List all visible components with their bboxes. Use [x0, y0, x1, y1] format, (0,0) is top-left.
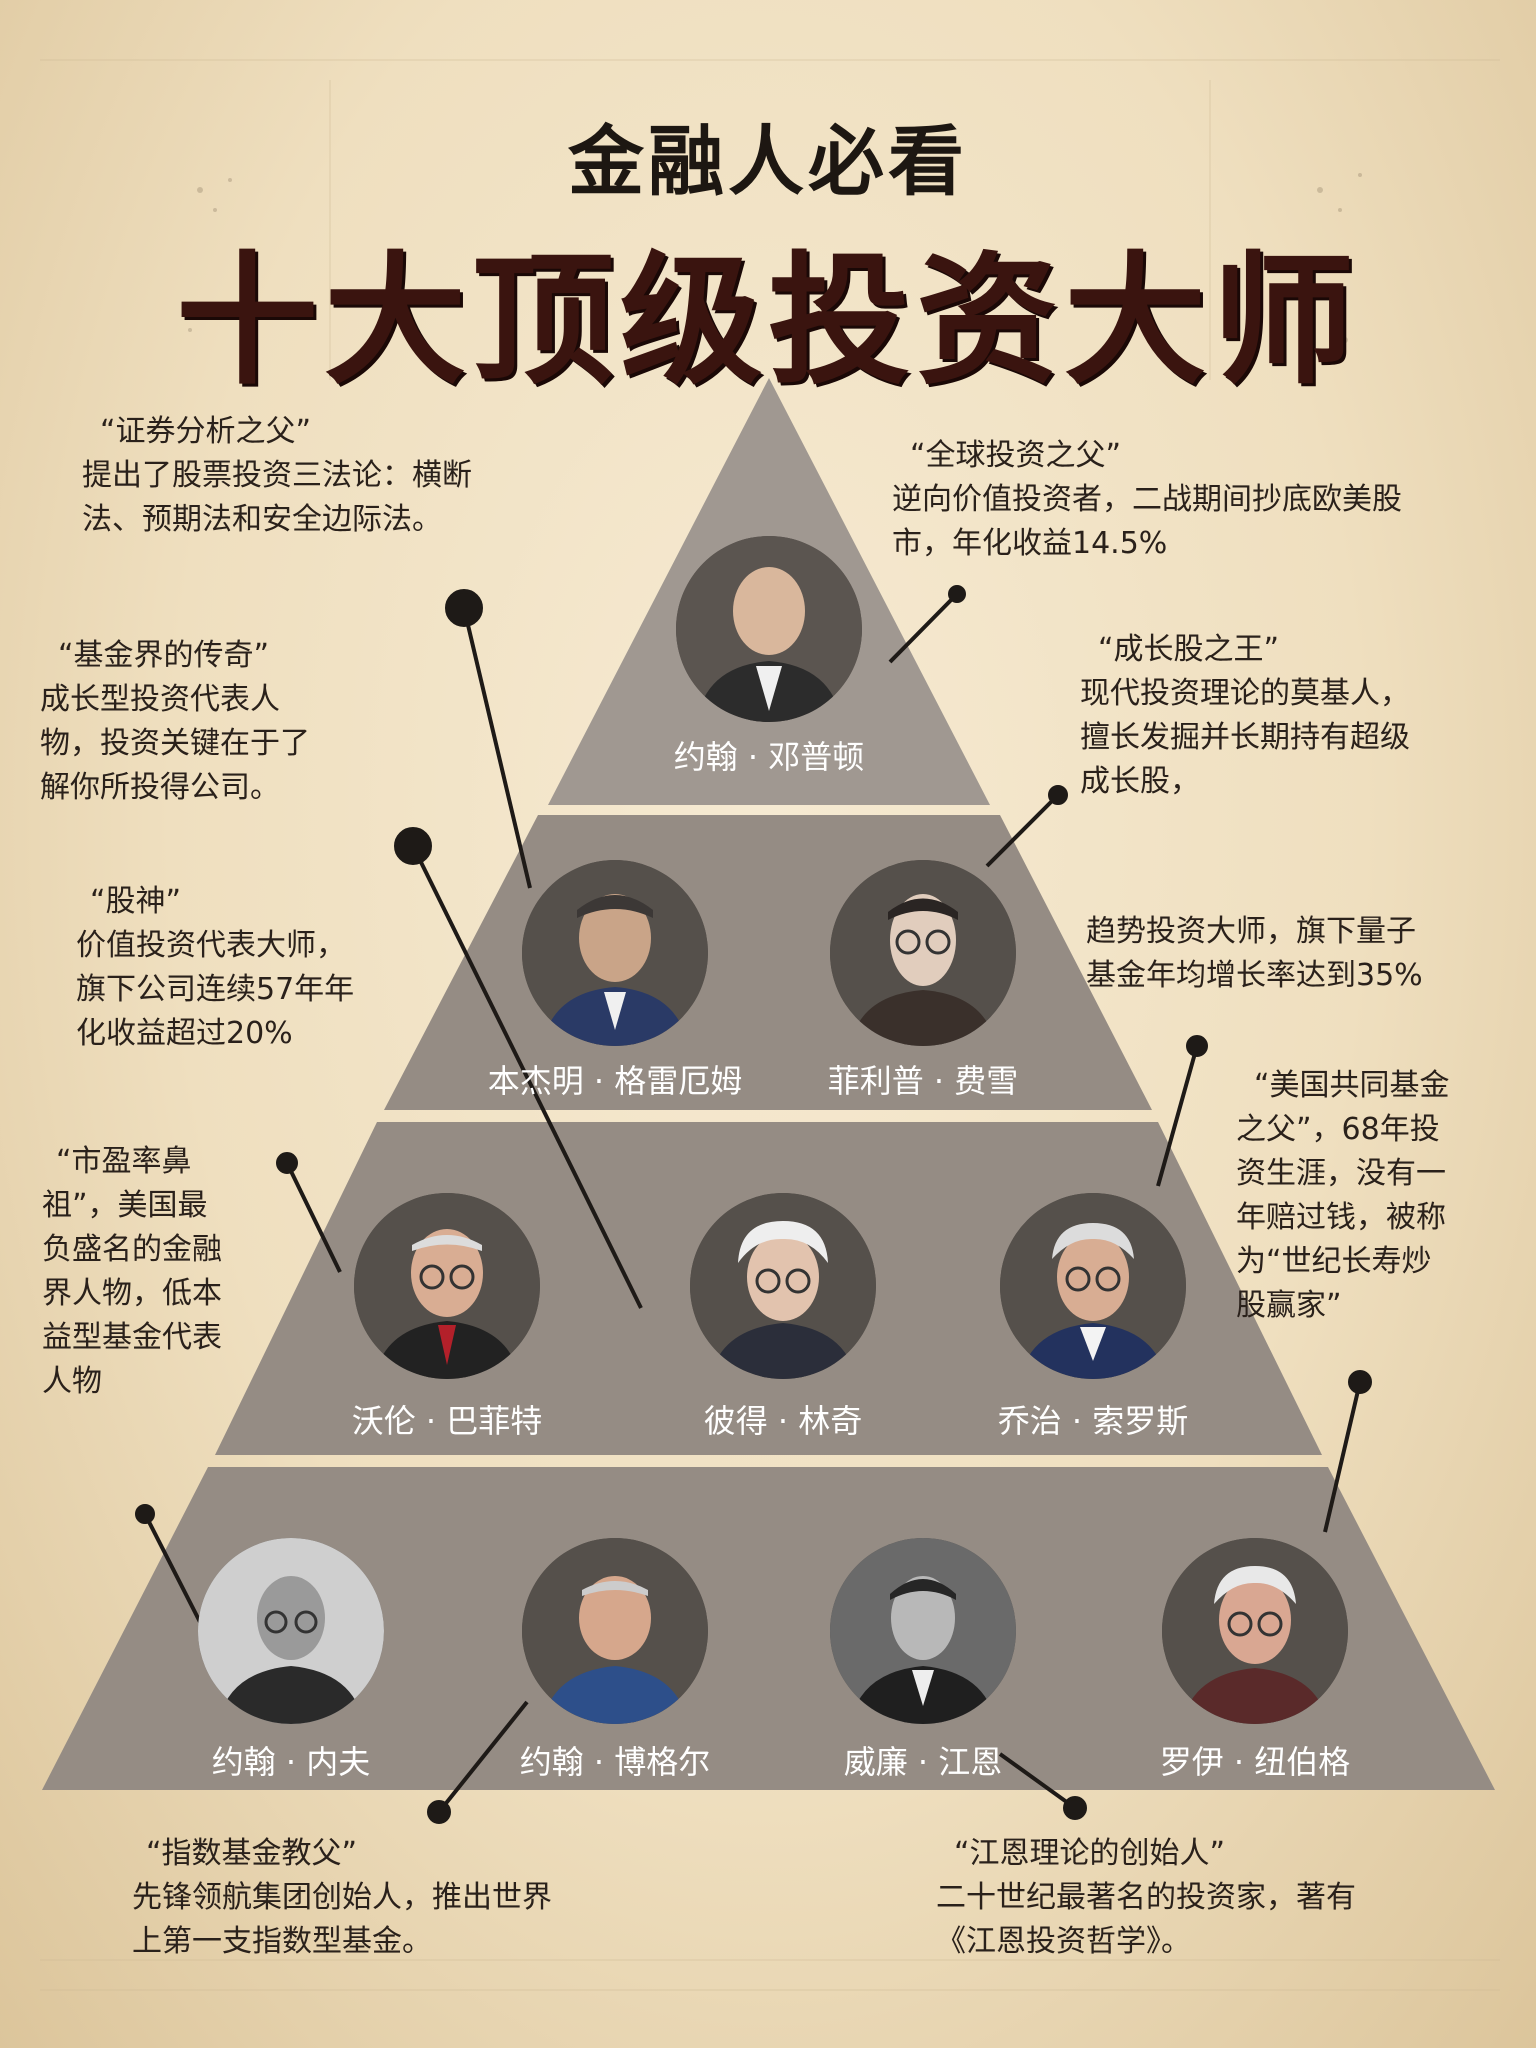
callout-buffett: “股神” 价值投资代表大师， 旗下公司连续57年年 化收益超过20%	[76, 880, 354, 1056]
callout-lynch-title: “基金界的传奇”	[58, 638, 270, 673]
pointer-graham	[462, 607, 532, 889]
page-subtitle: 金融人必看	[568, 117, 968, 206]
callout-fisher: “成长股之王” 现代投资理论的莫基人， 擅长发掘并长期持有超级 成长股，	[1080, 628, 1410, 804]
callout-soros: 趋势投资大师，旗下量子 基金年均增长率达到35%	[1086, 910, 1423, 998]
callout-bogle-title: “指数基金教父”	[146, 1836, 358, 1871]
callout-neuberger: “美国共同基金 之父”，68年投 资生涯，没有一 年赔过钱，被称 为“世纪长寿炒…	[1236, 1064, 1450, 1328]
portrait-fisher	[830, 860, 1016, 1046]
callout-neuberger-line: 资生涯，没有一	[1236, 1156, 1446, 1191]
callout-lynch-line: 物，投资关键在于了	[40, 726, 310, 761]
portrait-bogle	[522, 1538, 708, 1724]
callout-neuberger-line: 为“世纪长寿炒	[1236, 1244, 1432, 1279]
pointer-neuberger	[1323, 1381, 1362, 1533]
pointer-soros	[1156, 1045, 1199, 1187]
callout-templeton-title: “全球投资之父”	[910, 438, 1122, 473]
callout-gann: “江恩理论的创始人” 二十世纪最著名的投资家，著有 《江恩投资哲学》。	[936, 1832, 1356, 1964]
name-gann: 威廉 · 江恩	[843, 1743, 1003, 1781]
callout-soros-line: 趋势投资大师，旗下量子	[1086, 914, 1416, 949]
portrait-buffett	[354, 1193, 540, 1379]
pointer-bogle	[437, 1700, 529, 1814]
pyramid-tier-4	[42, 1467, 1495, 1790]
callout-fisher-line: 擅长发掘并长期持有超级	[1080, 720, 1410, 755]
callout-buffett-line: 化收益超过20%	[76, 1016, 293, 1051]
callout-lynch: “基金界的传奇” 成长型投资代表人 物，投资关键在于了 解你所投得公司。	[40, 634, 310, 810]
name-templeton: 约翰 · 邓普顿	[673, 738, 865, 776]
portrait-neff	[198, 1538, 384, 1724]
callout-templeton: “全球投资之父” 逆向价值投资者，二战期间抄底欧美股 市，年化收益14.5%	[892, 434, 1402, 566]
callout-neff: “市盈率鼻 祖”，美国最 负盛名的金融 界人物，低本 益型基金代表 人物	[42, 1140, 222, 1404]
callout-templeton-line: 市，年化收益14.5%	[892, 526, 1168, 561]
name-neuberger: 罗伊 · 纽伯格	[1159, 1743, 1351, 1781]
callout-neuberger-line: 股赢家”	[1236, 1288, 1342, 1323]
callout-gann-title: “江恩理论的创始人”	[954, 1836, 1226, 1871]
callout-soros-line: 基金年均增长率达到35%	[1086, 958, 1423, 993]
pointer-neff	[143, 1513, 202, 1623]
callout-neff-line: 界人物，低本	[42, 1276, 222, 1311]
callout-fisher-line: 现代投资理论的莫基人，	[1080, 676, 1410, 711]
name-lynch: 彼得 · 林奇	[703, 1402, 863, 1440]
callout-lynch-line: 解你所投得公司。	[40, 770, 280, 805]
name-soros: 乔治 · 索罗斯	[997, 1402, 1189, 1440]
page-title: 十大顶级投资大师	[176, 239, 1360, 404]
callout-neff-line: 祖”，美国最	[42, 1188, 208, 1223]
callout-neuberger-line: “美国共同基金	[1254, 1068, 1450, 1103]
callout-neuberger-line: 之父”，68年投	[1236, 1112, 1440, 1147]
name-buffett: 沃伦 · 巴菲特	[351, 1402, 543, 1440]
callout-graham-title: “证券分析之父”	[100, 414, 312, 449]
callout-fisher-line: 成长股，	[1080, 764, 1200, 799]
portrait-graham	[522, 860, 708, 1046]
pointer-lynch	[411, 845, 643, 1309]
callout-neff-line: “市盈率鼻	[56, 1144, 192, 1179]
callout-neff-line: 益型基金代表	[42, 1320, 222, 1355]
pointer-fisher	[985, 793, 1060, 868]
callout-neff-line: 负盛名的金融	[42, 1232, 222, 1267]
portrait-lynch	[690, 1193, 876, 1379]
name-neff: 约翰 · 内夫	[211, 1743, 371, 1781]
callout-buffett-title: “股神”	[90, 884, 182, 919]
callout-gann-line: 《江恩投资哲学》。	[936, 1924, 1191, 1959]
callout-graham-line: 法、预期法和安全边际法。	[82, 502, 442, 537]
callout-fisher-title: “成长股之王”	[1098, 632, 1280, 667]
callout-gann-line: 二十世纪最著名的投资家，著有	[936, 1880, 1356, 1915]
name-bogle: 约翰 · 博格尔	[519, 1743, 711, 1781]
callout-buffett-line: 价值投资代表大师，	[76, 928, 346, 963]
pointer-templeton	[888, 592, 959, 664]
callout-graham: “证券分析之父” 提出了股票投资三法论：横断 法、预期法和安全边际法。	[82, 410, 472, 542]
callout-templeton-line: 逆向价值投资者，二战期间抄底欧美股	[892, 482, 1402, 517]
name-graham: 本杰明 · 格雷厄姆	[487, 1062, 743, 1100]
callout-bogle-line: 先锋领航集团创始人，推出世界	[132, 1880, 552, 1915]
callout-bogle-line: 上第一支指数型基金。	[132, 1924, 432, 1959]
portrait-neuberger	[1162, 1538, 1348, 1724]
callout-neff-line: 人物	[42, 1364, 102, 1399]
callout-graham-line: 提出了股票投资三法论：横断	[82, 458, 472, 493]
portrait-soros	[1000, 1193, 1186, 1379]
callout-bogle: “指数基金教父” 先锋领航集团创始人，推出世界 上第一支指数型基金。	[132, 1832, 552, 1964]
name-fisher: 菲利普 · 费雪	[827, 1062, 1019, 1100]
callout-buffett-line: 旗下公司连续57年年	[76, 972, 355, 1007]
pointer-gann	[998, 1752, 1077, 1810]
portrait-gann	[830, 1538, 1016, 1724]
pointer-buffett	[285, 1162, 342, 1273]
callout-lynch-line: 成长型投资代表人	[40, 682, 280, 717]
callout-neuberger-line: 年赔过钱，被称	[1236, 1200, 1446, 1235]
portrait-templeton	[676, 536, 862, 722]
